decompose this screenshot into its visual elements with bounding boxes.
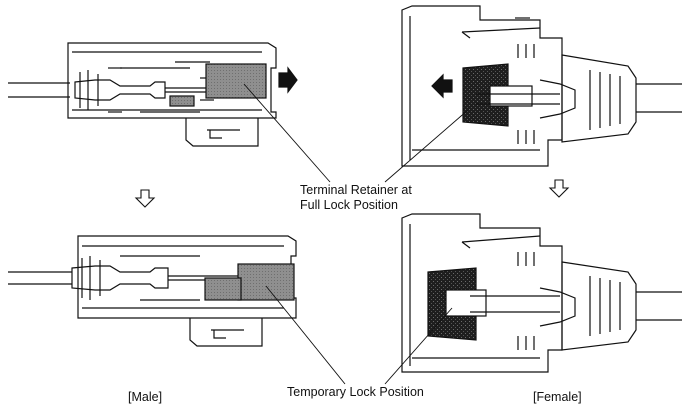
male-label: [Male] xyxy=(128,390,163,404)
solid-arrow-icon xyxy=(431,73,453,99)
down-hollow-arrow-icon xyxy=(548,179,570,198)
down-hollow-arrow-icon xyxy=(134,189,156,208)
solid-arrow-icon xyxy=(278,66,298,94)
leader-line-male-retainer xyxy=(243,83,331,183)
leader-line-male-temp xyxy=(265,285,346,385)
terminal-retainer-label: Terminal Retainer at Full Lock Position xyxy=(300,183,412,213)
terminal-retainer-label-line2: Full Lock Position xyxy=(300,198,398,212)
female-connector-temporary-lock xyxy=(401,213,682,373)
temporary-lock-label: Temporary Lock Position xyxy=(287,385,424,399)
terminal-retainer-label-line1: Terminal Retainer at xyxy=(300,183,412,197)
female-label: [Female] xyxy=(533,390,582,404)
male-connector-temporary-lock xyxy=(8,235,297,347)
male-connector-full-lock xyxy=(8,42,298,147)
female-connector-full-lock xyxy=(401,5,682,167)
leader-line-female-retainer xyxy=(384,109,469,183)
leader-line-female-temp xyxy=(384,307,453,385)
